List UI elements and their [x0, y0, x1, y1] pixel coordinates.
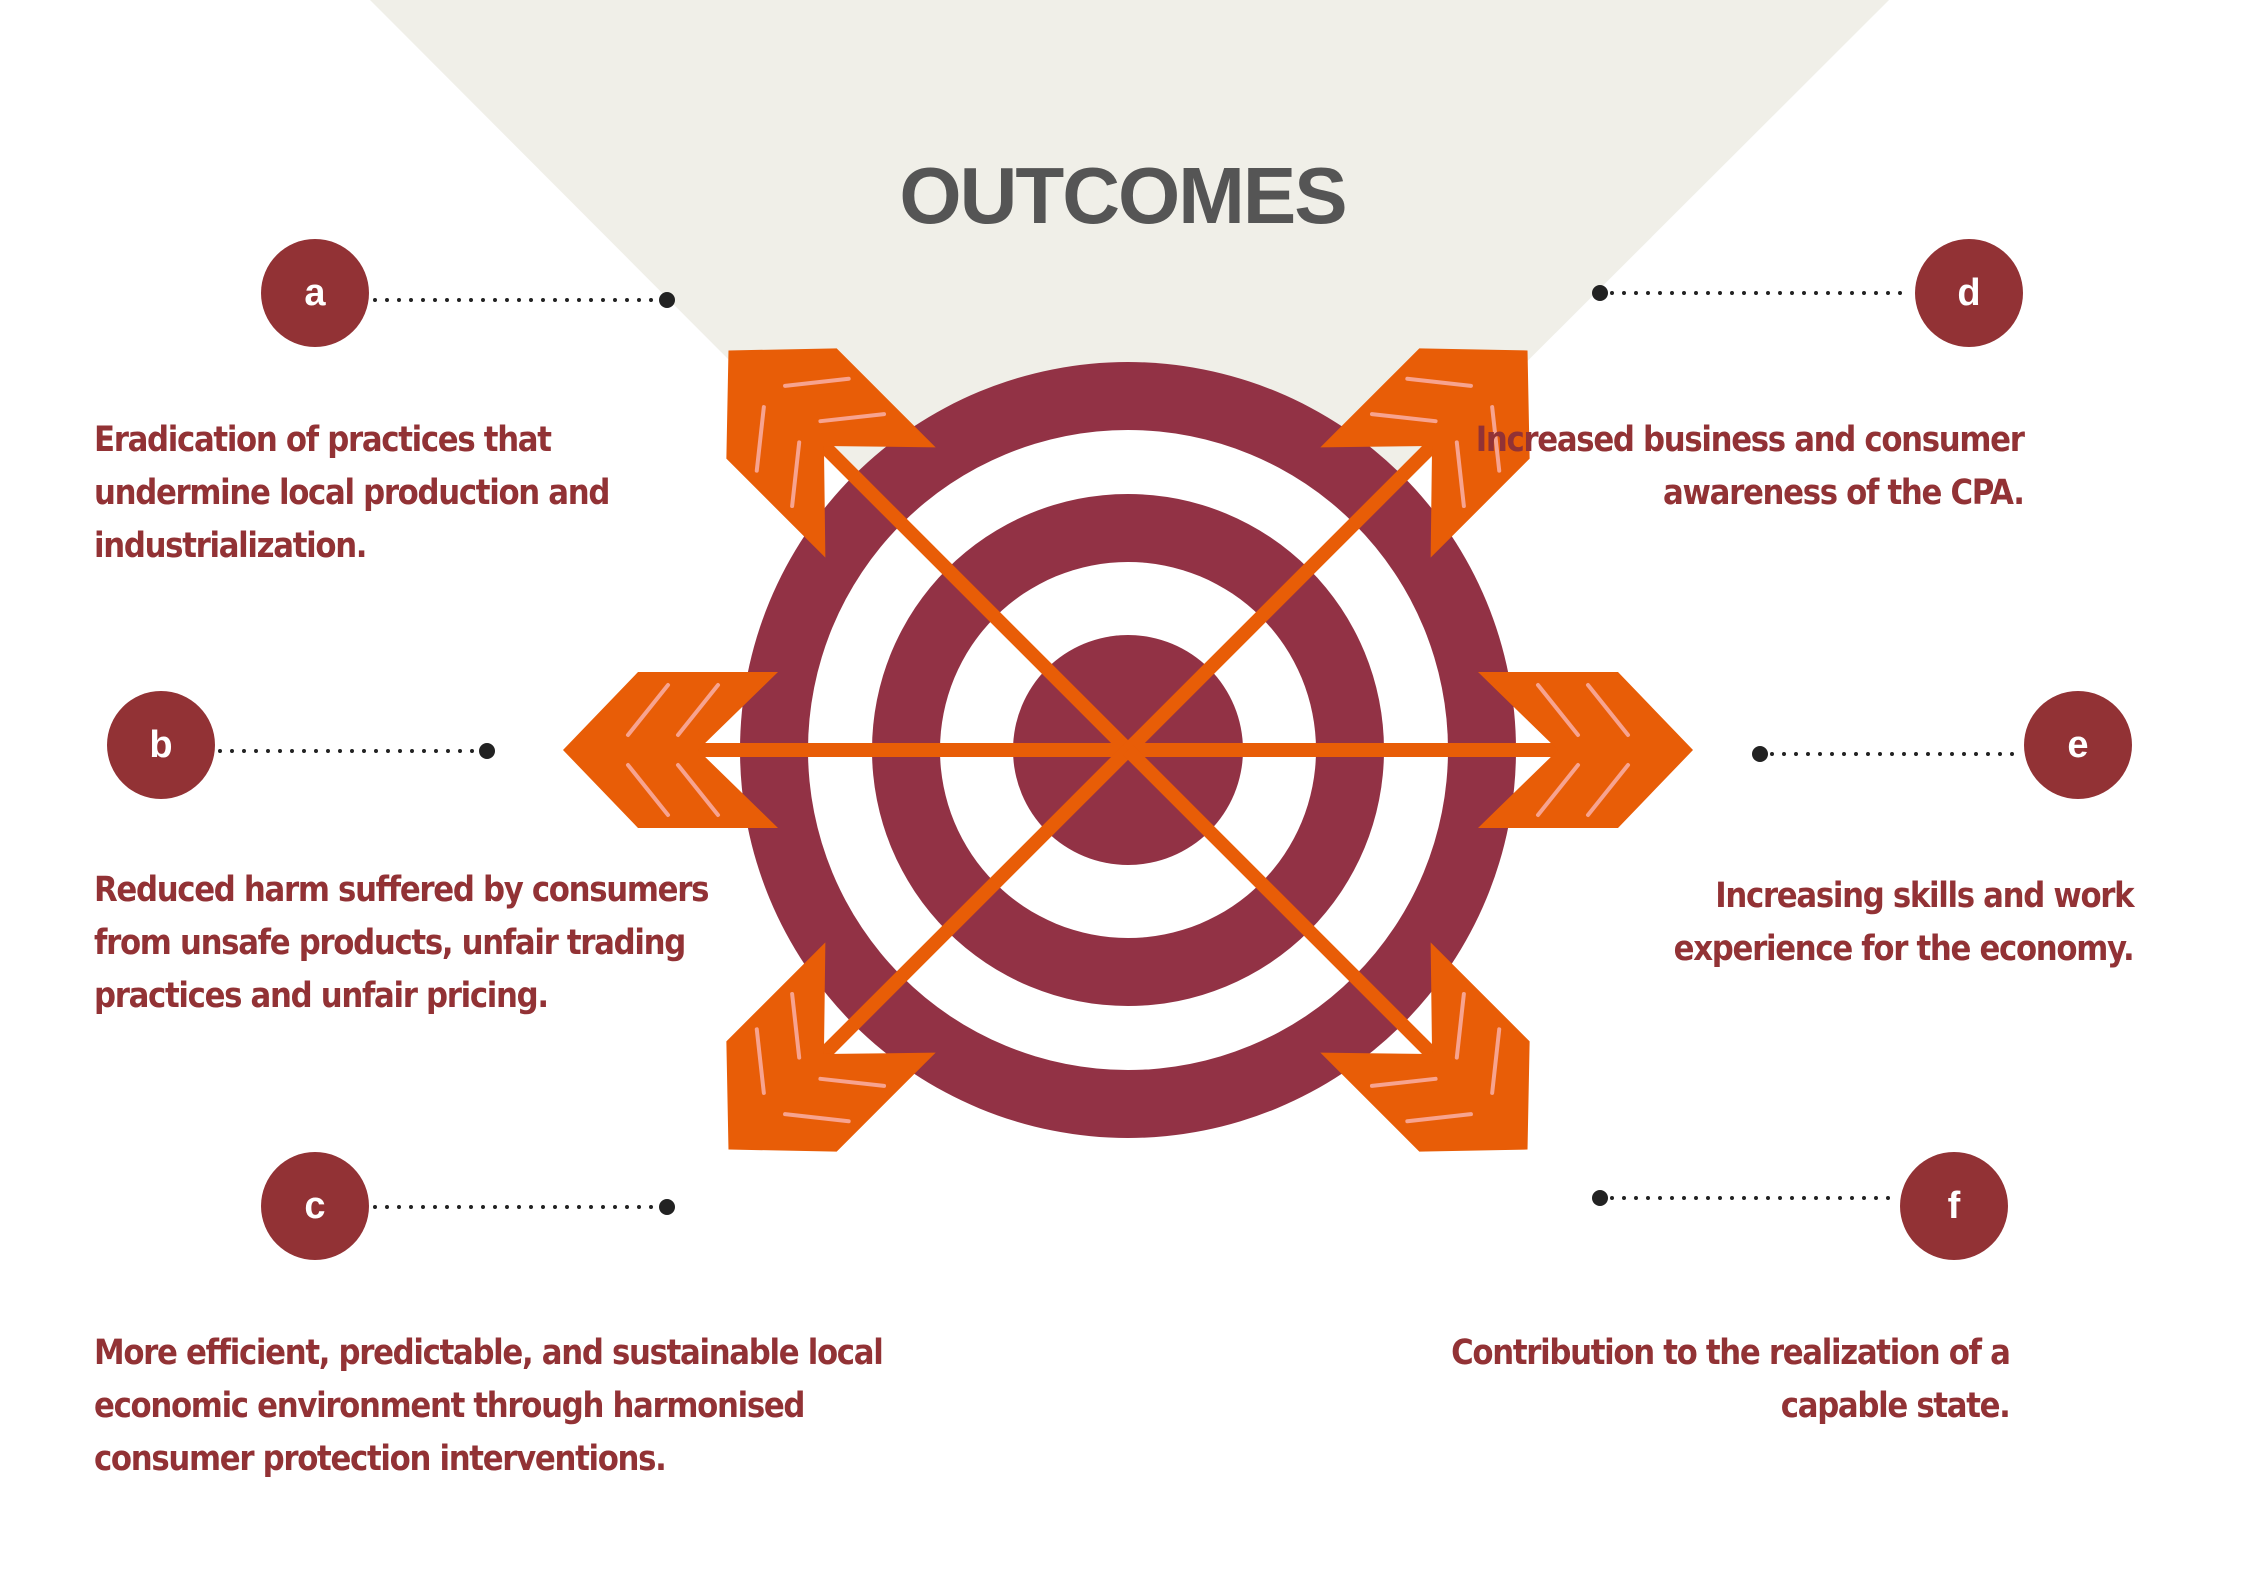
fletching-stripe	[1369, 1076, 1438, 1088]
arrow-c	[726, 745, 1133, 1152]
connector-d	[1592, 285, 1909, 301]
fletching-stripe	[1405, 376, 1473, 388]
arrow-fletching	[726, 942, 936, 1152]
outcome-e-text: Increasing skills and work experience fo…	[1673, 870, 2134, 976]
fletching-stripe	[1490, 1027, 1502, 1095]
badge-f: f	[1900, 1152, 2008, 1260]
badge-letter: b	[149, 723, 173, 766]
fletching-stripe	[783, 1112, 851, 1124]
text-line: Increased business and consumer	[1476, 420, 2025, 460]
text-line: Contribution to the realization of a	[1451, 1333, 2012, 1373]
arrow-f	[1123, 745, 1530, 1152]
text-line: practices and unfair pricing.	[94, 976, 549, 1016]
text-line: capable state.	[1781, 1386, 2011, 1426]
connector-b	[218, 743, 495, 759]
arrow-fletching	[1320, 348, 1530, 558]
arrow-fletching	[1478, 672, 1693, 828]
connector-dot	[1752, 746, 1768, 762]
badge-e: e	[2024, 691, 2132, 799]
badge-letter: e	[2067, 723, 2089, 766]
text-line: awareness of the CPA.	[1663, 473, 2025, 513]
outcome-b-text: Reduced harm suffered by consumers from …	[94, 864, 709, 1023]
fletching-stripe	[754, 1027, 766, 1095]
outcome-c-text: More efficient, predictable, and sustain…	[94, 1327, 884, 1486]
arrow-a	[726, 348, 1133, 755]
outcome-f-text: Contribution to the realization of a cap…	[1451, 1327, 2012, 1433]
badge-letter: a	[304, 271, 326, 314]
text-line: More efficient, predictable, and sustain…	[94, 1333, 884, 1373]
arrow-shaft	[811, 745, 1133, 1067]
badge-b: b	[107, 691, 215, 799]
badge-c: c	[261, 1152, 369, 1260]
text-line: undermine local production and	[94, 473, 610, 513]
fletching-stripe	[676, 763, 720, 817]
text-line: consumer protection interventions.	[94, 1439, 667, 1479]
fletching-stripe	[1586, 683, 1630, 737]
fletching-stripe	[1369, 412, 1438, 424]
arrow-shaft	[811, 433, 1133, 755]
fletching-stripe	[1454, 991, 1466, 1060]
arrow-shaft	[1123, 433, 1445, 755]
fletching-stripe	[676, 683, 720, 737]
fletching-stripe	[1536, 683, 1580, 737]
badge-letter: c	[304, 1184, 326, 1227]
text-line: experience for the economy.	[1673, 929, 2134, 969]
connector-dot	[659, 1199, 675, 1215]
fletching-stripe	[1490, 405, 1502, 473]
text-line: industrialization.	[94, 526, 368, 566]
arrow-e	[1128, 672, 1693, 828]
connector-dot	[1592, 1190, 1608, 1206]
badge-letter: f	[1947, 1184, 1961, 1227]
fletching-stripe	[818, 412, 887, 424]
text-line: Reduced harm suffered by consumers	[94, 870, 709, 910]
text-line: from unsafe products, unfair trading	[94, 923, 686, 963]
arrow-fletching	[563, 672, 778, 828]
connector-dot	[479, 743, 495, 759]
text-line: Eradication of practices that	[94, 420, 552, 460]
badge-a: a	[261, 239, 369, 347]
connector-f	[1592, 1190, 1897, 1206]
fletching-stripe	[783, 376, 851, 388]
fletching-stripe	[790, 991, 802, 1060]
connector-c	[373, 1199, 675, 1215]
text-line: economic environment through harmonised	[94, 1386, 805, 1426]
fletching-stripe	[790, 440, 802, 509]
fletching-stripe	[626, 683, 670, 737]
fletching-stripe	[1454, 440, 1466, 509]
outcome-d-text: Increased business and consumer awarenes…	[1476, 414, 2025, 520]
arrow-d	[1123, 348, 1530, 755]
page-title: OUTCOMES	[899, 151, 1347, 240]
arrow-b	[563, 672, 1128, 828]
fletching-stripe	[818, 1076, 887, 1088]
connector-e	[1752, 746, 2022, 762]
connector-dot	[1592, 285, 1608, 301]
arrow-fletching	[1320, 942, 1530, 1152]
fletching-stripe	[1586, 763, 1630, 817]
outcome-a-text: Eradication of practices that undermine …	[94, 414, 610, 573]
arrow-shaft	[1123, 745, 1445, 1067]
fletching-stripe	[1536, 763, 1580, 817]
fletching-stripe	[754, 405, 766, 473]
arrow-fletching	[726, 348, 936, 558]
connector-a	[373, 292, 675, 308]
badge-letter: d	[1957, 271, 1981, 314]
fletching-stripe	[1405, 1112, 1473, 1124]
fletching-stripe	[626, 763, 670, 817]
text-line: Increasing skills and work	[1714, 876, 2134, 916]
badge-d: d	[1915, 239, 2023, 347]
connector-dot	[659, 292, 675, 308]
